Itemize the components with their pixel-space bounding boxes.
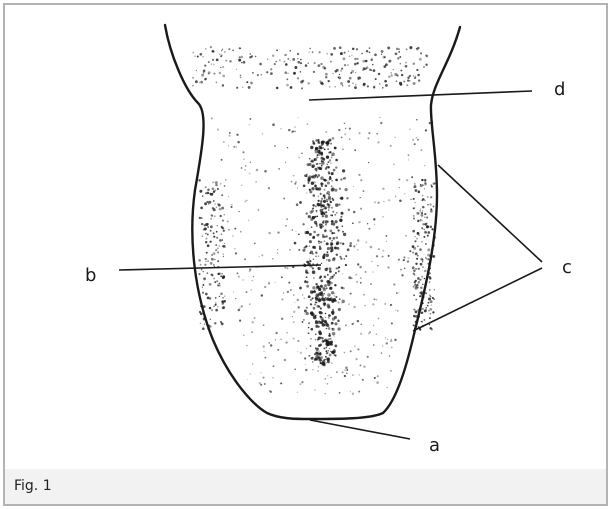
leader-line-b: [119, 265, 321, 270]
tongue-outline: [165, 25, 460, 419]
leader-line-c-upper: [438, 165, 542, 262]
papillae-stippling: [192, 46, 436, 395]
leader-line-d: [309, 91, 532, 100]
leader-line-a: [310, 420, 410, 439]
label-a: a: [429, 435, 440, 456]
label-d: d: [554, 79, 565, 100]
label-b: b: [85, 265, 96, 286]
label-c: c: [562, 257, 572, 278]
leader-line-c-lower: [413, 268, 542, 331]
figure-caption: Fig. 1: [5, 469, 606, 504]
figure-frame: d b c a Fig. 1: [3, 3, 608, 506]
tongue-diagram: d b c a: [5, 5, 606, 469]
